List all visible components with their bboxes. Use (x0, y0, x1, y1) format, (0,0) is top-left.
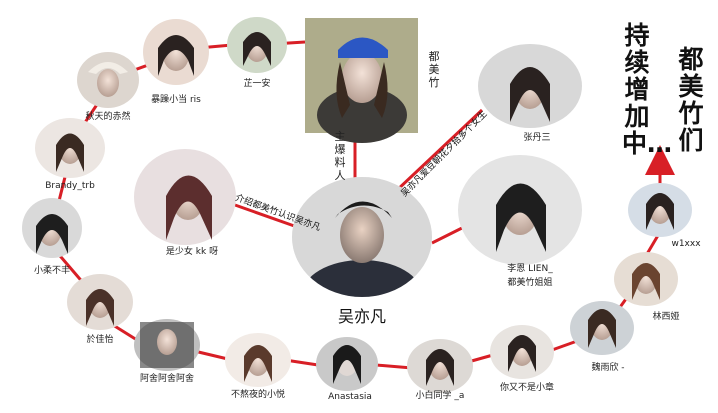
label-baozaoxiaodang: 暴躁小当 ris (151, 95, 201, 105)
node-baozaoxiaodang (143, 19, 209, 85)
label-lien: 李恩 LIEN_ (507, 264, 553, 274)
label-ashe: 阿舍阿舍阿舍 (139, 374, 195, 384)
label-buaoye: 不熬夜的小悦 (230, 390, 286, 400)
photo-dumeizhu (305, 18, 418, 143)
edge-label-informant: 主爆料人 (334, 130, 346, 182)
node-weiyuxin (570, 301, 634, 355)
label-zhangdansan: 张丹三 (523, 133, 551, 143)
label-xiaorou: 小柔不丰 (33, 266, 71, 276)
node-w1xxx (628, 183, 692, 237)
label-weiyuxin: 魏雨欣 - (591, 363, 625, 373)
node-lien (458, 155, 582, 265)
center-name: 吴亦凡 (337, 307, 387, 326)
node-anastasia (316, 337, 378, 391)
photo-label: 都美竹 (428, 50, 440, 89)
label-yujiayi: 於佳怡 (86, 335, 114, 345)
side-title-right: 都美竹们 (678, 45, 704, 155)
node-linxiya (614, 252, 678, 306)
node-buaoye (225, 333, 291, 387)
node-qiutian (77, 52, 139, 108)
node-zhangdansan (478, 44, 582, 128)
center-wuyifan (292, 177, 432, 297)
hub-edges (234, 108, 484, 245)
label-lien-sub: 都美竹姐姐 (507, 278, 553, 288)
label-shishaonv: 是少女 kk 呀 (165, 247, 219, 257)
node-xiaorou (22, 198, 82, 258)
side-title-left: 持续增加中… (622, 21, 673, 158)
node-ashe (134, 319, 200, 371)
label-linxiya: 林西娅 (652, 312, 680, 322)
label-zhiyian: 芷一安 (243, 79, 271, 89)
label-anastasia: Anastasia (328, 392, 372, 402)
node-brandy (35, 118, 105, 178)
label-niyoubushi: 你又不是小章 (499, 383, 555, 393)
label-w1xxx: w1xxx (671, 239, 701, 249)
label-xiaobai: 小白同学 _a (415, 391, 465, 401)
node-yujiayi (67, 274, 133, 330)
node-xiaobai (407, 339, 473, 393)
label-brandy: Brandy_trb (45, 181, 95, 191)
node-shishaonv (134, 149, 236, 245)
label-qiutian: 秋天的赤然 (85, 112, 131, 122)
node-zhiyian (227, 17, 287, 73)
satellite-nodes (22, 17, 692, 393)
node-niyoubushi (490, 325, 554, 379)
